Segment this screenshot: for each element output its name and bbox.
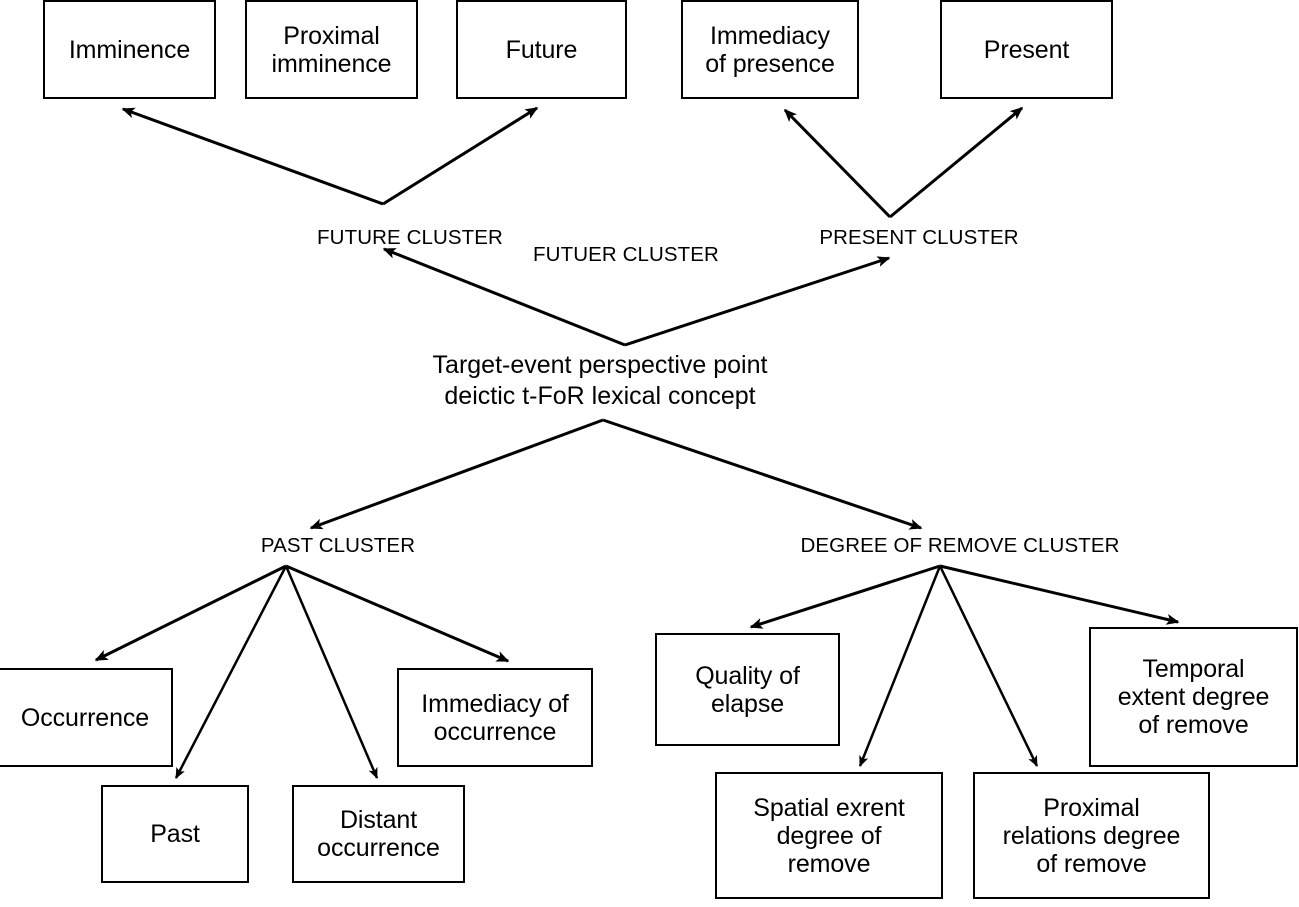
node-label-past: Past: [150, 820, 200, 848]
edge-past-cluster-to-past: [174, 565, 288, 779]
node-label-imminence: Imminence: [68, 35, 191, 64]
node-label-distant-occurrence: Distant occurrence: [317, 806, 440, 862]
edge-center-to-present-cluster: [624, 256, 891, 347]
edge-past-cluster-to-distant-occurrence: [284, 565, 379, 779]
edge-present-cluster-to-present: [889, 106, 1024, 219]
node-box-past[interactable]: Past: [101, 785, 249, 883]
node-box-proximal-relations-degree-of-remove[interactable]: Proximal relations degree of remove: [973, 772, 1210, 899]
node-box-present[interactable]: Present: [940, 0, 1113, 99]
edge-present-cluster-to-immediacy-of-presence: [783, 108, 892, 219]
node-box-spatial-exrent-degree-of-remove[interactable]: Spatial exrent degree of remove: [715, 772, 943, 899]
cluster-label-past-cluster: PAST CLUSTER: [261, 534, 415, 558]
node-box-proximal-imminence[interactable]: Proximal imminence: [245, 0, 418, 99]
node-box-occurrence[interactable]: Occurrence: [0, 668, 173, 767]
edge-past-cluster-to-occurrence: [94, 564, 287, 662]
cluster-label-past-cluster-text: PAST CLUSTER: [260, 534, 416, 557]
edge-degree-of-remove-cluster-to-proximal-relations: [938, 565, 1039, 767]
node-label-immediacy-of-occurrence: Immediacy of occurrence: [421, 689, 569, 746]
cluster-label-present-cluster-text: PRESENT CLUSTER: [819, 226, 1019, 249]
node-label-quality-of-elapse: Quality of elapse: [695, 661, 800, 718]
cluster-label-futuer-cluster: FUTUER CLUSTER: [533, 243, 719, 267]
node-label-spatial-exrent-degree-of-remove: Spatial exrent degree of remove: [753, 793, 905, 878]
node-label-immediacy-of-presence: Immediacy of presence: [705, 21, 835, 78]
node-label-present: Present: [983, 35, 1070, 64]
node-box-temporal-extent-degree-of-remove[interactable]: Temporal extent degree of remove: [1089, 627, 1298, 767]
node-box-quality-of-elapse[interactable]: Quality of elapse: [655, 633, 840, 746]
node-box-distant-occurrence[interactable]: Distant occurrence: [292, 785, 465, 883]
node-box-immediacy-of-presence[interactable]: Immediacy of presence: [681, 0, 859, 99]
edge-degree-of-remove-cluster-to-spatial-exrent: [858, 565, 942, 767]
node-label-occurrence: Occurrence: [20, 703, 150, 732]
cluster-label-futuer-cluster-text: FUTUER CLUSTER: [533, 243, 719, 266]
cluster-label-present-cluster: PRESENT CLUSTER: [819, 226, 1018, 250]
node-box-immediacy-of-occurrence[interactable]: Immediacy of occurrence: [397, 668, 593, 767]
node-label-temporal-extent-degree-of-remove: Temporal extent degree of remove: [1117, 655, 1270, 739]
node-label-future: Future: [505, 35, 578, 64]
node-box-future[interactable]: Future: [456, 0, 627, 99]
edge-degree-of-remove-cluster-to-quality-of-elapse: [749, 564, 941, 629]
node-label-proximal-imminence: Proximal imminence: [271, 21, 392, 78]
cluster-label-degree-of-remove-cluster-text: DEGREE OF REMOVE CLUSTER: [800, 534, 1120, 557]
edge-future-cluster-to-imminence: [121, 107, 384, 206]
cluster-label-future-cluster: FUTURE CLUSTER: [317, 226, 503, 250]
edge-center-to-degree-of-remove-cluster: [602, 418, 923, 530]
cluster-label-future-cluster-text: FUTURE CLUSTER: [317, 226, 503, 249]
node-box-imminence[interactable]: Imminence: [43, 0, 216, 99]
node-label-proximal-relations-degree-of-remove: Proximal relations degree of remove: [1002, 793, 1181, 878]
center-node: Target-event perspective point deictic t…: [433, 350, 768, 411]
edge-future-cluster-to-future: [382, 106, 539, 206]
edge-center-to-past-cluster: [309, 418, 604, 530]
edge-degree-of-remove-cluster-to-temporal-extent: [939, 564, 1180, 625]
center-node-line1: Target-event perspective point: [432, 351, 768, 379]
edge-past-cluster-to-immediacy-of-occurrence: [285, 564, 510, 663]
center-node-line2: deictic t-FoR lexical concept: [444, 381, 756, 410]
cluster-label-degree-of-remove-cluster: DEGREE OF REMOVE CLUSTER: [800, 534, 1119, 558]
